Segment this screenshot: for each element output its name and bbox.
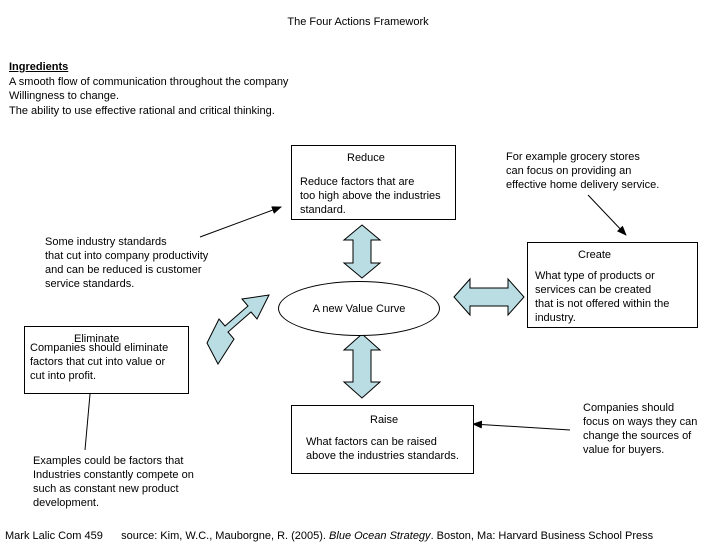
note-line: focus on ways they can (583, 416, 698, 428)
reduce-line: too high above the industries (300, 190, 441, 202)
create-line: that is not offered within the (535, 298, 670, 310)
value-curve-label: A new Value Curve (312, 302, 406, 315)
eliminate-line: cut into profit. (30, 370, 97, 382)
note-line: Industries constantly compete on (33, 469, 194, 481)
pointer-to-raise (472, 420, 571, 431)
pointer-to-create (587, 194, 627, 236)
eliminate-body: Companies should eliminate factors that … (30, 341, 168, 383)
note-line: Companies should (583, 402, 675, 414)
eliminate-line: factors that cut into value or (30, 356, 166, 368)
create-line: services can be created (535, 284, 652, 296)
create-body: What type of products or services can be… (535, 269, 669, 325)
note-line: service standards. (45, 278, 135, 290)
footer-source-prefix: source: Kim, W.C., Mauborgne, R. (2005). (121, 530, 326, 542)
eliminate-line: Companies should eliminate (30, 342, 169, 354)
create-line: What type of products or (535, 270, 655, 282)
double-arrow-create (453, 277, 525, 317)
raise-line: What factors can be raised (306, 436, 437, 448)
raise-body: What factors can be raised above the ind… (306, 435, 459, 463)
note-line: and can be reduced is customer (45, 264, 202, 276)
create-title: Create (578, 249, 612, 261)
double-arrow-eliminate (206, 294, 270, 365)
note-line: development. (33, 497, 100, 509)
pointer-to-reduce (199, 206, 282, 238)
create-box: Create What type of products or services… (527, 242, 698, 328)
footer: Mark Lalic Com 459 source: Kim, W.C., Ma… (5, 530, 653, 542)
note-line: such as constant new product (33, 483, 179, 495)
note-line: value for buyers. (583, 444, 665, 456)
pointer-to-eliminate (84, 382, 95, 451)
eliminate-box: Eliminate Companies should eliminate fac… (24, 326, 189, 394)
note-industry-standards: Some industry standards that cut into co… (45, 235, 208, 291)
note-line: can focus on providing an (506, 165, 632, 177)
note-sources-of-value: Companies should focus on ways they can … (583, 401, 697, 457)
reduce-line: Reduce factors that are (300, 176, 415, 188)
raise-box: Raise What factors can be raised above t… (291, 405, 474, 474)
value-curve-ellipse: A new Value Curve (278, 281, 440, 336)
note-grocery: For example grocery stores can focus on … (506, 150, 659, 192)
ingredient-line: Willingness to change. (9, 90, 120, 102)
reduce-box: Reduce Reduce factors that are too high … (291, 145, 456, 220)
double-arrow-raise (342, 333, 382, 399)
footer-book-title: Blue Ocean Strategy (329, 530, 431, 542)
reduce-title: Reduce (347, 152, 385, 164)
reduce-body: Reduce factors that are too high above t… (300, 175, 441, 217)
note-line: that cut into company productivity (45, 250, 209, 262)
eliminate-title: Eliminate (74, 333, 120, 345)
reduce-line: standard. (300, 204, 346, 216)
note-line: change the sources of (583, 430, 692, 442)
create-line: industry. (535, 312, 576, 324)
note-examples: Examples could be factors that Industrie… (33, 454, 194, 510)
raise-line: above the industries standards. (306, 450, 459, 462)
note-line: Some industry standards (45, 236, 167, 248)
note-line: For example grocery stores (506, 151, 640, 163)
footer-source-suffix: . Boston, Ma: Harvard Business School Pr… (430, 530, 654, 542)
note-line: effective home delivery service. (506, 179, 660, 191)
raise-title: Raise (370, 414, 399, 426)
footer-author: Mark Lalic Com 459 (5, 530, 103, 542)
ingredients-heading: Ingredients (9, 61, 69, 73)
ingredients-block: Ingredients A smooth flow of communicati… (9, 60, 288, 118)
ingredient-line: A smooth flow of communication throughou… (9, 75, 289, 88)
note-line: Examples could be factors that (33, 455, 184, 467)
ingredient-line: The ability to use effective rational an… (9, 104, 275, 117)
page-title: The Four Actions Framework (287, 16, 429, 28)
double-arrow-reduce (342, 224, 382, 279)
